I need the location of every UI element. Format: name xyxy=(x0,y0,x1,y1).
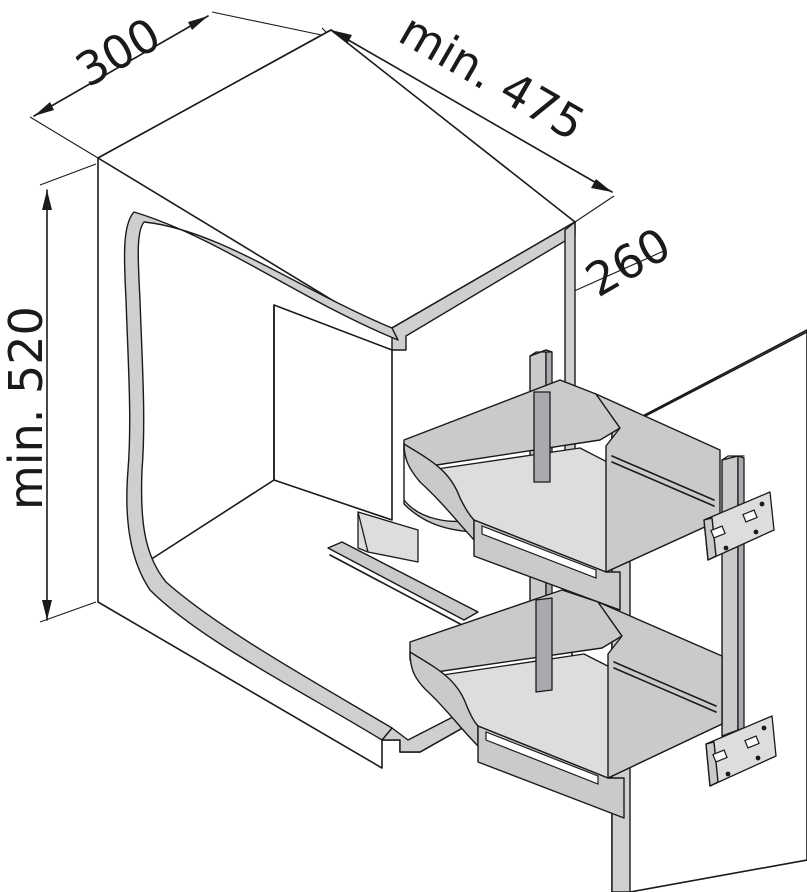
cabinet-cutout-edge xyxy=(123,211,399,741)
upper-basket xyxy=(403,379,721,611)
lower-basket xyxy=(409,589,723,819)
mounting-bracket-upper xyxy=(703,491,775,561)
dimension-label-300: 300 xyxy=(67,7,170,98)
mounting-bracket-lower xyxy=(705,715,777,787)
runner-rail xyxy=(327,511,479,627)
dimension-label-min-520: min. 520 xyxy=(0,306,53,510)
dimension-label-260: 260 xyxy=(577,217,680,308)
dimension-height-min-520: min. 520 xyxy=(0,163,97,623)
